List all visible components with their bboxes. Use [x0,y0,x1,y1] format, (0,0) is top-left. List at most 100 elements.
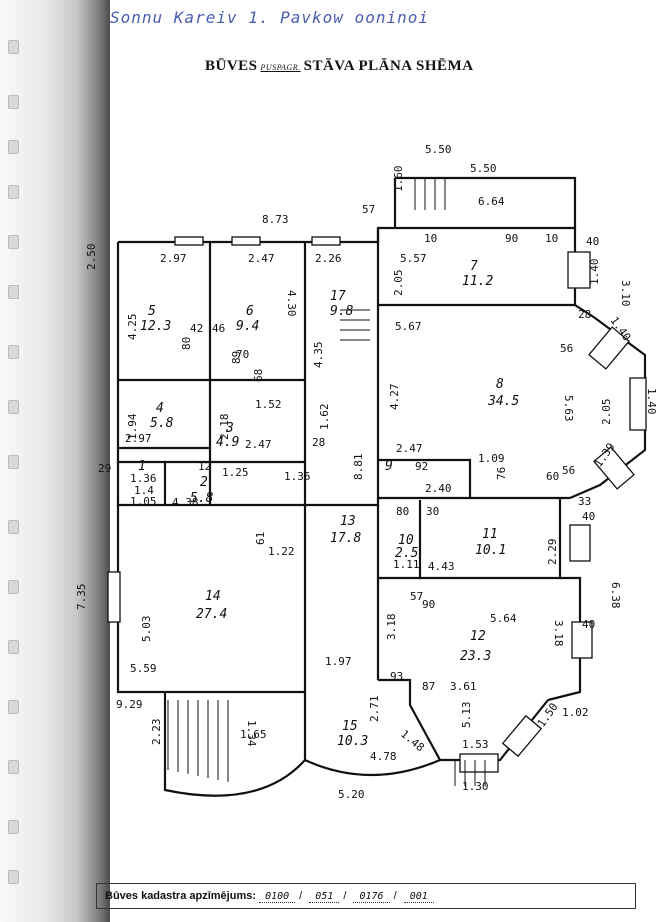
handwritten-note: Sonnu Kareiv 1. Pavkow ooninoi [110,8,429,27]
dimension: 1.52 [255,398,282,411]
binding-hole [8,40,19,54]
dimension: 46 [212,322,225,335]
dimension: 61 [254,532,267,545]
room-number: 12 [470,629,486,644]
dimension: 9.29 [116,698,143,711]
dimension: 92 [415,460,428,473]
dimension: 1.62 [318,404,331,431]
room-area: 9.4 [236,319,259,334]
dimension: 8.81 [352,454,365,481]
binding-holes [8,0,26,922]
dimension: 4.43 [428,560,455,573]
dimension: 28 [312,436,325,449]
dimension: 80 [396,505,409,518]
room-area: 11.2 [462,274,493,289]
cadastral-code: 051 [309,891,340,903]
dimension: 28 [578,308,591,321]
room-area: 34.5 [487,394,519,409]
room-area: 10.1 [475,543,506,558]
dimension: 57 [410,590,423,603]
dimension: 1.02 [562,706,589,719]
dimension: 10 [424,232,437,245]
dimension: 60 [546,470,559,483]
dimension: 2.47 [248,252,275,265]
dimension: 4.27 [388,384,401,411]
walls [116,176,647,797]
dimension: 5.50 [470,162,497,175]
room-number: 6 [246,304,254,319]
binding-hole [8,235,19,249]
room-number: 15 [342,719,358,734]
dimension: 1.22 [268,545,295,558]
title-suffix: STĀVA PLĀNA SHĒMA [303,58,474,74]
room-area: 10.3 [337,734,368,749]
dimension: 4.78 [370,750,397,763]
room-number: 3 [225,421,234,436]
dimension: 1.97 [325,655,352,668]
dimension: 2.23 [150,719,163,746]
binding-hole [8,520,19,534]
dimension: 6.38 [609,582,622,609]
dimension: 5.50 [425,143,452,156]
dimension: 2.05 [600,399,613,426]
dimension: 1.25 [222,466,249,479]
dimension: 5.67 [395,320,422,333]
binding-hole [8,760,19,774]
room-number: 17 [330,289,346,304]
dimension: 1.4 [134,484,154,497]
dimension: 1.11 [393,558,420,571]
room-area: 5.8 [150,416,174,431]
room-area: 5.8 [190,491,214,506]
dimension: 2.47 [245,438,272,451]
room-number: 5 [148,304,156,319]
dimension: 3.10 [619,280,632,307]
binding-hole [8,140,19,154]
dimension: 93 [390,670,403,683]
room-area: 4.9 [216,435,239,450]
dimension: 4.25 [126,314,139,341]
dimension: 3.18 [552,620,565,647]
dimension: 5.20 [338,788,365,801]
stairs [167,178,486,786]
binding-hole [8,700,19,714]
dimension: 40 [586,235,599,248]
room-area: 23.3 [460,649,491,664]
room-area: 9.8 [330,304,354,319]
room-number: 2 [200,475,208,490]
dimension: 2.97 [160,252,187,265]
dimension: 4.35 [312,342,325,369]
dimension: 5.13 [460,702,473,729]
dimension: 5.03 [140,616,153,643]
title-prefix: BŪVES [205,58,258,74]
dimension: 2.40 [425,482,452,495]
dimension: 8.73 [262,213,289,226]
dimension: 76 [495,467,508,480]
dimension: 5.63 [562,395,575,422]
dimension: 1.09 [478,452,505,465]
dimension: 3.61 [450,680,477,693]
dimension: 1.36 [130,472,157,485]
dimension: 1.65 [240,728,267,741]
dimension: 1.53 [462,738,489,751]
dimension: 1.50 [535,701,561,730]
dimension: 1.40 [645,388,658,415]
binding-hole [8,400,19,414]
room-number: 10 [398,533,414,548]
dimension: 2.18 [218,414,231,441]
dimension: 90 [505,232,518,245]
dimension: 56 [562,464,575,477]
dimension: 1.94 [126,413,139,440]
dimension: 80 [180,337,193,350]
room-number: 13 [340,514,356,529]
dimension: 68 [252,369,265,382]
room-number: 11 [482,527,498,542]
dimension: 10 [545,232,558,245]
title-floor: PUSPAGR. [260,63,301,72]
binding-hole [8,870,19,884]
dimension: 42 [190,322,203,335]
dimension: 30 [426,505,439,518]
room-labels: 5 12.3 6 9.4 17 9.8 7 11.2 8 34.5 4 5.8 … [138,259,519,749]
cadastral-code: 0176 [353,891,390,903]
dimension: 2.50 [85,244,98,271]
binding-hole [8,95,19,109]
